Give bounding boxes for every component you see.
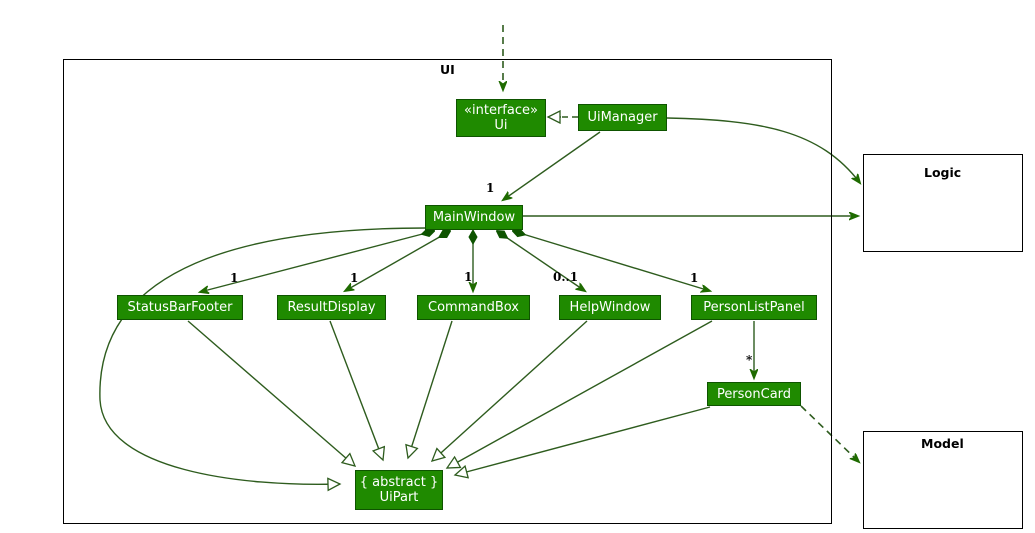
class-ui-part-stereotype: { abstract } — [359, 475, 439, 490]
edge-personlistpanel-uipart — [447, 320, 713, 468]
class-help-window[interactable]: HelpWindow — [559, 295, 661, 320]
package-logic-label: Logic — [924, 165, 962, 180]
class-result-display[interactable]: ResultDisplay — [277, 295, 386, 320]
class-ui-manager[interactable]: UiManager — [578, 104, 667, 131]
class-ui-interface[interactable]: «interface» Ui — [456, 99, 546, 137]
package-model — [863, 431, 1023, 529]
package-model-label: Model — [921, 436, 964, 451]
class-ui-part[interactable]: { abstract } UiPart — [355, 470, 443, 510]
edge-personcard-model — [800, 405, 859, 462]
class-ui-interface-stereotype: «interface» — [464, 103, 538, 118]
class-ui-part-name: UiPart — [379, 490, 419, 505]
class-person-card-name: PersonCard — [716, 386, 792, 402]
multiplicity-resultdisplay: 1 — [350, 271, 359, 285]
class-status-bar-footer-name: StatusBarFooter — [127, 300, 233, 315]
class-ui-interface-name: Ui — [494, 118, 508, 133]
edge-mainwindow-personlistpanel — [513, 231, 710, 291]
multiplicity-commandbox: 1 — [464, 270, 473, 284]
edge-mainwindow-uipart — [99, 227, 427, 484]
edge-uimanager-mainwindow — [503, 131, 601, 200]
class-result-display-name: ResultDisplay — [287, 300, 376, 315]
class-ui-manager-name: UiManager — [587, 110, 658, 125]
package-ui — [63, 59, 832, 524]
package-ui-label: UI — [440, 62, 455, 77]
edge-resultdisplay-uipart — [329, 320, 383, 460]
multiplicity-personcard: * — [746, 353, 753, 367]
multiplicity-personlistpanel: 1 — [690, 271, 699, 285]
class-main-window[interactable]: MainWindow — [425, 205, 523, 230]
class-person-list-panel-name: PersonListPanel — [703, 300, 805, 315]
multiplicity-statusbarfooter: 1 — [230, 271, 239, 285]
package-logic — [863, 154, 1023, 252]
class-command-box-name: CommandBox — [428, 300, 519, 315]
edge-statusbarfooter-uipart — [187, 320, 355, 466]
class-status-bar-footer[interactable]: StatusBarFooter — [117, 295, 243, 320]
class-command-box[interactable]: CommandBox — [417, 295, 530, 320]
class-help-window-name: HelpWindow — [569, 300, 651, 315]
multiplicity-helpwindow: 0..1 — [553, 270, 579, 284]
class-main-window-name: MainWindow — [432, 210, 516, 225]
edge-personcard-uipart — [455, 406, 711, 475]
edge-helpwindow-uipart — [432, 320, 588, 461]
class-person-list-panel[interactable]: PersonListPanel — [691, 295, 817, 320]
edge-commandbox-uipart — [408, 320, 453, 458]
edge-mainwindow-resultdisplay — [345, 231, 450, 291]
multiplicity-mainwindow: 1 — [486, 181, 495, 195]
class-person-card[interactable]: PersonCard — [707, 382, 801, 406]
edge-uimanager-logic — [666, 117, 860, 183]
